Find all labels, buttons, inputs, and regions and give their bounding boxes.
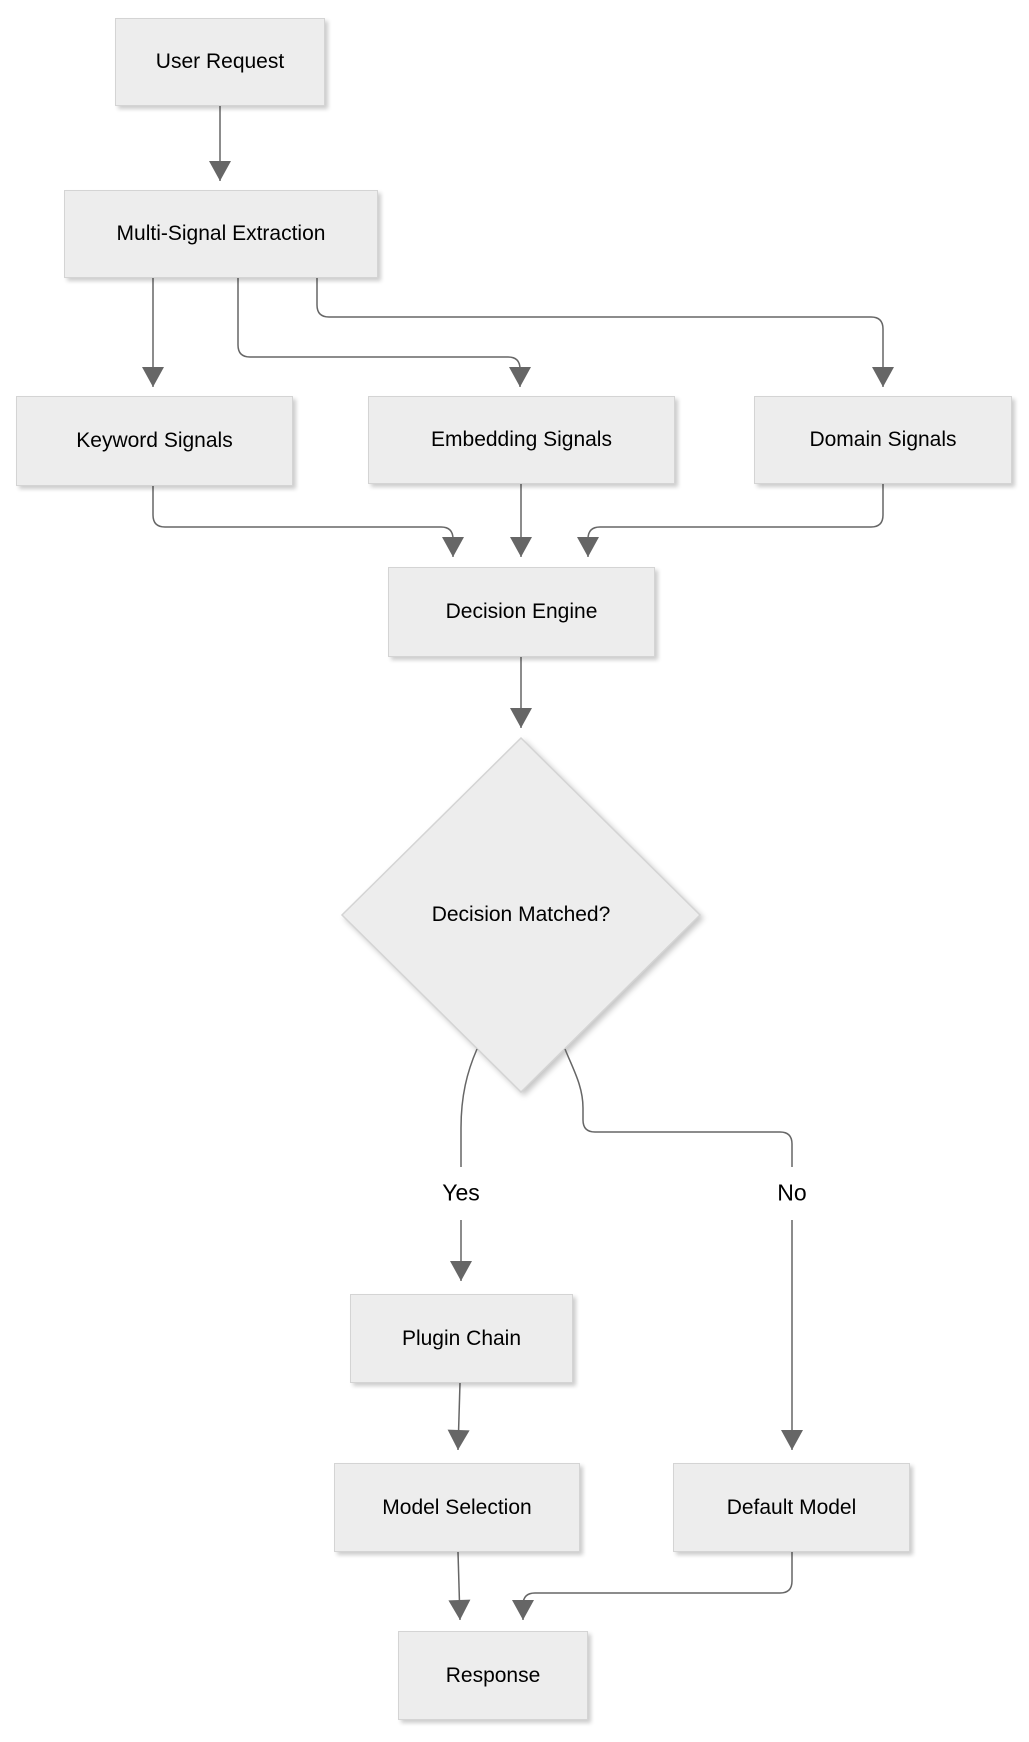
node-model-selection-label: Model Selection [382, 1495, 532, 1519]
node-domain-signals: Domain Signals [754, 396, 1012, 484]
edge-label-yes: Yes [438, 1179, 484, 1207]
edge-yes-upper [460, 1048, 478, 1167]
edge-label-no: No [773, 1179, 811, 1207]
node-model-selection: Model Selection [334, 1463, 580, 1552]
node-user-request: User Request [115, 18, 325, 106]
node-embedding-signals-label: Embedding Signals [431, 428, 612, 451]
node-plugin-chain: Plugin Chain [350, 1294, 573, 1383]
node-keyword-signals-label: Keyword Signals [76, 429, 233, 452]
node-embedding-signals: Embedding Signals [368, 396, 675, 484]
edge-no-upper [564, 1048, 793, 1167]
node-keyword-signals: Keyword Signals [16, 396, 293, 486]
edge-multi-signal-to-domain-signals [316, 278, 894, 387]
node-multi-signal-extraction: Multi-Signal Extraction [64, 190, 378, 278]
node-decision-matched-label: Decision Matched? [431, 903, 611, 926]
node-domain-signals-label: Domain Signals [809, 428, 957, 451]
edge-domain-signals-to-decision-engine [577, 484, 884, 557]
edge-multi-signal-to-embedding-signals [237, 278, 531, 387]
node-plugin-chain-label: Plugin Chain [401, 1326, 522, 1350]
node-default-model-label: Default Model [726, 1495, 857, 1519]
node-default-model: Default Model [673, 1463, 910, 1552]
node-decision-engine-label: Decision Engine [445, 600, 598, 623]
edge-model-selection-to-response [448, 1551, 471, 1621]
node-user-request-label: User Request [155, 50, 285, 73]
edge-default-model-to-response [512, 1552, 793, 1620]
node-multi-signal-extraction-label: Multi-Signal Extraction [116, 222, 326, 245]
node-response: Response [398, 1631, 588, 1720]
edge-plugin-chain-to-model-selection [447, 1382, 470, 1451]
edge-keyword-signals-to-decision-engine [152, 486, 464, 557]
node-decision-engine: Decision Engine [388, 567, 655, 657]
node-response-label: Response [445, 1663, 541, 1687]
node-decision-matched-shape [340, 736, 702, 1094]
